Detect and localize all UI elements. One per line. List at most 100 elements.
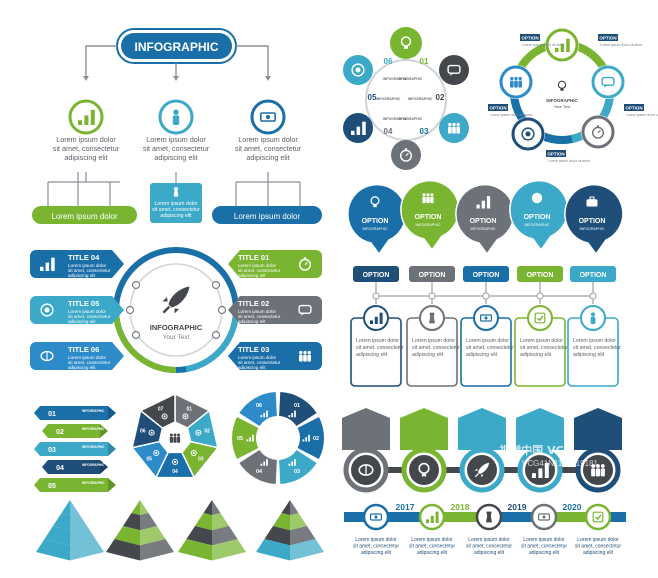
bar: [566, 38, 570, 52]
right-tab-text: Lorem ipsum dolor: [238, 263, 277, 268]
head: [452, 122, 456, 127]
ring-dot: [131, 280, 141, 290]
rocket-center-title: INFOGRAPHIC: [150, 323, 203, 332]
option-card-text: Lorem ipsum dolor: [356, 338, 399, 344]
donut-segment: [279, 449, 317, 484]
briefcase-icon: [586, 196, 598, 207]
outer: [182, 413, 189, 420]
pyramid-right-face: [212, 500, 221, 516]
speech-sub: INFOGRAPHIC: [363, 227, 388, 231]
outer-ring-green: [113, 309, 177, 373]
pyramid-right-face: [212, 513, 229, 531]
body: [172, 115, 180, 125]
bar-chart-icon: [288, 410, 296, 418]
head: [596, 464, 600, 468]
ring-dot: [125, 305, 135, 315]
ring-six-section: 010203040506INFOGRAPHICINFOGRAPHICINFOGR…: [343, 27, 469, 170]
pyramid-left-face: [123, 513, 140, 531]
body: [307, 354, 312, 362]
timeline-text: sit amet, consectetur: [409, 544, 455, 550]
ribbon: [42, 424, 108, 438]
heptagon-label: 01: [187, 406, 193, 412]
head: [177, 433, 181, 437]
body: [591, 468, 596, 477]
body: [452, 126, 456, 134]
body: [514, 80, 518, 88]
left-tab-text: Lorem ipsum dolor: [68, 355, 107, 360]
option-header: [570, 266, 616, 282]
pyramid-left-face: [61, 500, 70, 516]
bullseye: [155, 451, 158, 455]
option-card-text: adipiscing elit: [466, 352, 498, 358]
pie-icon: [531, 192, 543, 204]
bar: [544, 462, 549, 478]
arrow-head: [83, 76, 89, 81]
hull: [168, 286, 190, 308]
bullseye: [173, 460, 177, 464]
bar: [294, 459, 296, 466]
option-card-text: Lorem ipsum dolor: [412, 338, 455, 344]
note: [537, 513, 550, 521]
money-icon: [259, 112, 276, 122]
flowchart-title: INFOGRAPHIC: [135, 40, 219, 54]
bullseye: [197, 431, 200, 434]
bar-chart-icon: [555, 38, 570, 52]
head: [307, 350, 311, 355]
option-card-text: adipiscing elit: [356, 352, 388, 358]
bar-chart-icon: [288, 459, 296, 466]
bulb-icon: [400, 36, 412, 49]
chess-icon: [486, 511, 492, 523]
head: [173, 433, 177, 437]
flame: [474, 473, 479, 478]
option-label: OPTION: [599, 36, 616, 41]
cycle-center-sub: Your Text: [554, 104, 571, 109]
bar-chart-icon: [476, 196, 491, 209]
chat-icon: [447, 64, 461, 76]
heptagon-label: 05: [146, 457, 152, 463]
pyramid-left-face: [195, 513, 212, 531]
bar: [260, 463, 263, 466]
ring-dot: [131, 330, 141, 340]
ring-label: 06: [384, 57, 393, 66]
connector-lines: [85, 45, 269, 78]
pyramid-right-face: [290, 539, 324, 561]
bar-chart-icon: [260, 459, 268, 466]
fin: [162, 297, 168, 302]
pyramid-right-face: [140, 526, 166, 546]
option-tag: [546, 150, 566, 157]
bullseye: [150, 431, 153, 434]
right-tab: [228, 296, 322, 324]
option-header: [353, 266, 399, 282]
speech-label: OPTION: [470, 218, 497, 225]
speech-label: OPTION: [524, 214, 551, 221]
base: [421, 473, 427, 477]
bar: [291, 461, 294, 466]
bullseye: [355, 67, 361, 73]
face: [298, 258, 312, 271]
bubble: [447, 64, 461, 74]
bar: [249, 437, 252, 442]
pyramid-left-face: [106, 539, 140, 561]
left-tab-text: adipiscing elit: [68, 273, 96, 278]
option-text: Lorem ipsum dolor sit amet: [626, 113, 658, 117]
bar: [302, 439, 305, 442]
bar-chart-icon: [78, 109, 95, 125]
outer: [148, 429, 155, 436]
tick: [537, 315, 544, 322]
fin: [174, 308, 179, 314]
bottom-left-label: Lorem ipsum dolor: [51, 212, 118, 221]
timeline-text: adipiscing elit: [361, 550, 392, 556]
outer: [521, 127, 535, 141]
ribbon-sub: INFOGRAPHIC: [82, 445, 105, 449]
note: [480, 314, 493, 322]
left-tab-text: adipiscing elit: [68, 319, 96, 324]
pyramid-left-face: [178, 539, 212, 561]
timeline-text: adipiscing elit: [529, 550, 560, 556]
pyramid-left-face: [273, 513, 290, 531]
pyramid-right-face: [140, 513, 157, 531]
header-pill: [121, 33, 232, 59]
target-icon: [40, 303, 54, 317]
option-text: Lorem ipsum dolor sit amet: [600, 43, 642, 47]
